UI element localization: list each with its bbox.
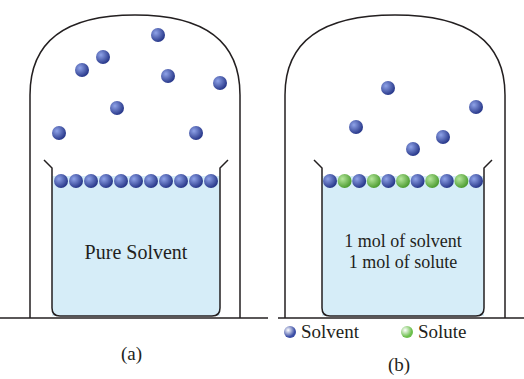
legend-text: Solvent [301, 321, 359, 343]
liquid-label: 1 mol of solute [349, 252, 458, 273]
solvent-molecule [189, 126, 203, 140]
solvent-molecule [213, 76, 227, 90]
solvent-molecule [436, 130, 450, 144]
solute-molecule [454, 174, 468, 188]
solute-molecule [367, 174, 381, 188]
solvent-molecule [129, 174, 143, 188]
solvent-molecule [54, 174, 68, 188]
solvent-molecule [161, 69, 175, 83]
solvent-molecule [189, 174, 203, 188]
legend-text: Solute [418, 321, 467, 343]
solvent-molecule [114, 174, 128, 188]
solvent-molecule [159, 174, 173, 188]
solvent-molecule [174, 174, 188, 188]
solvent-molecule [69, 174, 83, 188]
legend-entry: Solute [401, 321, 467, 343]
solvent-molecule [323, 174, 337, 188]
solute-molecule [338, 174, 352, 188]
legend-swatch [284, 326, 296, 338]
solvent-molecule [381, 174, 395, 188]
solvent-molecule [469, 100, 483, 114]
solute-molecule [396, 174, 410, 188]
solvent-molecule [349, 120, 363, 134]
solvent-molecule [110, 101, 124, 115]
liquid-label: 1 mol of solvent [344, 231, 462, 252]
legend-entry: Solvent [284, 321, 359, 343]
solvent-molecule [204, 174, 218, 188]
solvent-molecule [75, 63, 89, 77]
solvent-molecule [469, 174, 483, 188]
solvent-molecule [352, 174, 366, 188]
solvent-molecule [406, 142, 420, 156]
panel-label: (a) [121, 343, 142, 365]
solution-liquid: 1 mol of solvent1 mol of solute [322, 190, 484, 314]
solvent-molecule [99, 174, 113, 188]
solution-liquid: Pure Solvent [52, 190, 220, 314]
solvent-molecule [440, 174, 454, 188]
solute-molecule [425, 174, 439, 188]
solvent-molecule [52, 126, 66, 140]
solvent-molecule [96, 50, 110, 64]
liquid-label: Pure Solvent [85, 241, 188, 264]
solvent-molecule [144, 174, 158, 188]
solvent-molecule [151, 28, 165, 42]
solvent-molecule [411, 174, 425, 188]
legend-swatch [401, 326, 413, 338]
solvent-molecule [84, 174, 98, 188]
solvent-molecule [381, 81, 395, 95]
panel-label: (b) [388, 354, 410, 376]
